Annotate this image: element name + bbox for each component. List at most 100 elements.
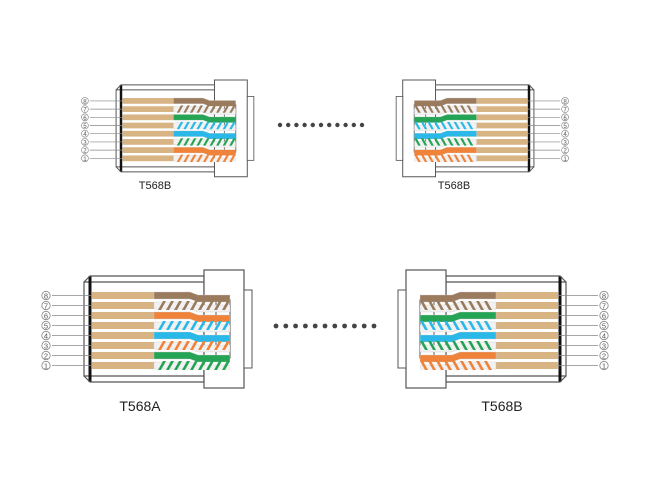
pin-number-6: 6 xyxy=(602,312,606,321)
pin-number-7: 7 xyxy=(83,107,87,114)
pin-marker-3 xyxy=(599,340,609,351)
contact-pin-2 xyxy=(122,147,174,153)
latch-tab xyxy=(246,95,255,161)
wire-pin-6 xyxy=(173,114,236,123)
contact-pin-3 xyxy=(92,342,154,349)
pin-marker-1 xyxy=(561,154,569,163)
contact-pin-8 xyxy=(476,98,528,104)
wire-group xyxy=(414,97,528,162)
wire-pin-2 xyxy=(173,147,236,156)
plug-label-top-right: T568B xyxy=(437,180,471,192)
contact-pin-8 xyxy=(496,292,558,299)
contact-pin-2 xyxy=(92,352,154,359)
contact-pin-6 xyxy=(92,312,154,319)
pin-marker-2 xyxy=(41,350,51,361)
pin-marker-3 xyxy=(41,340,51,351)
pin-number-1: 1 xyxy=(83,156,87,163)
pin-marker-2 xyxy=(81,146,89,154)
pin-marker-8 xyxy=(81,97,89,105)
pin-number-8: 8 xyxy=(602,292,606,301)
pin-marker-6 xyxy=(561,113,569,122)
contact-pin-4 xyxy=(476,130,528,137)
pin-number-1: 1 xyxy=(44,362,48,371)
pin-marker-7 xyxy=(599,300,609,311)
pin-number-5: 5 xyxy=(563,123,567,130)
pin-number-8: 8 xyxy=(44,292,48,301)
pin-number-7: 7 xyxy=(563,107,567,114)
pin-number-4: 4 xyxy=(44,332,48,341)
pin-number-8: 8 xyxy=(83,98,87,105)
pin-number-5: 5 xyxy=(602,322,606,331)
contact-pin-8 xyxy=(92,292,154,299)
contact-pin-4 xyxy=(92,332,154,339)
pin-marker-1 xyxy=(81,154,89,163)
wire-pin-1 xyxy=(420,361,497,370)
pin-number-6: 6 xyxy=(563,115,567,122)
wire-pin-4 xyxy=(173,130,236,140)
contact-pin-5 xyxy=(122,122,174,129)
wire-pin-1 xyxy=(153,361,230,370)
contact-pin-6 xyxy=(496,312,558,319)
dotted-connection-bottom xyxy=(273,323,377,329)
pin-marker-7 xyxy=(561,105,569,113)
pin-marker-6 xyxy=(41,310,51,321)
pin-marker-6 xyxy=(81,113,89,122)
contact-pin-5 xyxy=(496,322,558,329)
contact-pin-3 xyxy=(476,139,528,145)
wire-pin-2 xyxy=(153,351,230,363)
pin-marker-2 xyxy=(561,146,569,154)
contact-pin-4 xyxy=(496,332,558,339)
pin-number-4: 4 xyxy=(602,332,606,341)
contact-pin-1 xyxy=(496,362,558,369)
pin-marker-3 xyxy=(81,138,89,146)
pin-number-7: 7 xyxy=(44,302,48,311)
plug-label-bottom-left: T568A xyxy=(119,398,161,414)
plug-label-top-left: T568B xyxy=(138,180,172,192)
contact-pin-6 xyxy=(122,114,174,121)
pin-marker-3 xyxy=(561,138,569,146)
pin-marker-4 xyxy=(81,129,89,138)
pin-marker-5 xyxy=(561,121,569,130)
pin-marker-7 xyxy=(41,300,51,311)
pin-marker-1 xyxy=(41,360,51,371)
pin-marker-7 xyxy=(81,105,89,113)
pin-number-3: 3 xyxy=(44,342,48,351)
contact-pin-8 xyxy=(122,98,174,104)
pin-marker-4 xyxy=(599,330,609,341)
contact-pin-2 xyxy=(476,147,528,153)
wire-pin-8 xyxy=(153,291,230,303)
contact-pin-3 xyxy=(122,139,174,145)
contact-pin-1 xyxy=(92,362,154,369)
pin-number-1: 1 xyxy=(602,362,606,371)
pin-marker-4 xyxy=(41,330,51,341)
pin-number-5: 5 xyxy=(44,322,48,331)
pin-number-6: 6 xyxy=(83,115,87,122)
wire-group xyxy=(122,97,236,162)
pin-number-6: 6 xyxy=(44,312,48,321)
plug-label-bottom-right: T568B xyxy=(481,398,523,414)
wire-pin-4 xyxy=(414,130,477,140)
contact-pin-7 xyxy=(496,302,558,309)
contact-pin-7 xyxy=(122,106,174,112)
wire-pin-4 xyxy=(420,331,497,343)
wire-group xyxy=(420,291,558,370)
wire-pin-8 xyxy=(414,97,477,107)
pin-marker-8 xyxy=(599,290,609,301)
pin-marker-8 xyxy=(41,290,51,301)
pin-number-8: 8 xyxy=(563,98,567,105)
pin-marker-1 xyxy=(599,360,609,371)
pin-number-4: 4 xyxy=(83,131,87,138)
contact-pin-1 xyxy=(476,155,528,162)
contact-pin-5 xyxy=(92,322,154,329)
pin-number-3: 3 xyxy=(563,139,567,146)
pin-number-1: 1 xyxy=(563,156,567,163)
pin-marker-2 xyxy=(599,350,609,361)
wire-pin-8 xyxy=(420,291,497,303)
wire-pin-1 xyxy=(414,155,477,162)
pin-marker-5 xyxy=(81,121,89,130)
wire-pin-6 xyxy=(420,311,497,323)
